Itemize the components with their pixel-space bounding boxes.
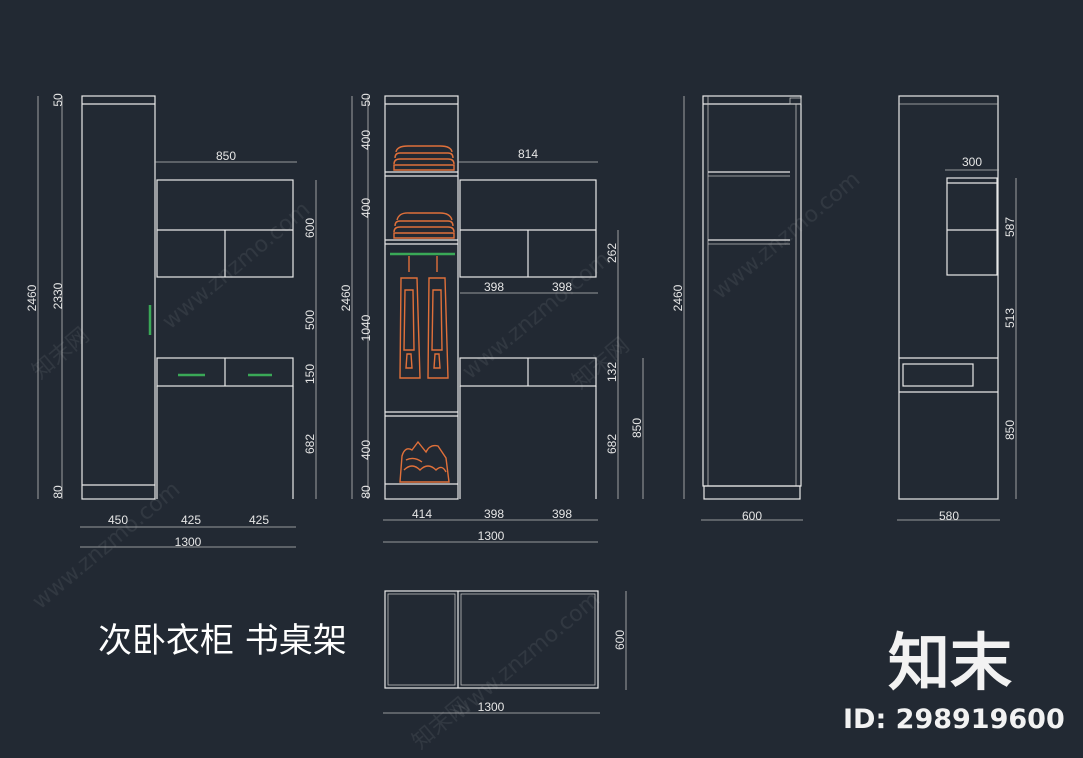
dim-label: 2460 (671, 284, 685, 311)
folded-clothes-icon (393, 212, 455, 239)
drawing-title: 次卧衣柜 书桌架 (98, 621, 347, 661)
dim-label: 2460 (25, 284, 39, 311)
elevation-1: 850 50 2330 80 2460 600 500 150 682 450 … (25, 93, 317, 549)
dim-label: 1300 (478, 700, 505, 714)
dim-label: 600 (613, 630, 627, 650)
dim-label: 132 (605, 362, 619, 382)
wardrobe-body (81, 95, 156, 500)
wardrobe-side (898, 95, 999, 500)
dim-label: 398 (552, 507, 572, 521)
cornice (789, 97, 802, 105)
dim-label: 150 (303, 364, 317, 384)
hanging-garment-icon (427, 256, 449, 379)
dim-label: 513 (1003, 308, 1017, 328)
dim-label: 398 (484, 507, 504, 521)
dim-label: 1300 (478, 529, 505, 543)
desk-plan (460, 593, 596, 686)
watermark-text: www.znzmo.com (708, 167, 865, 305)
dim-label: 400 (359, 440, 373, 460)
clothes-pile-icon (399, 440, 450, 483)
side-shelf (946, 177, 998, 276)
dim-label: 682 (303, 434, 317, 454)
dim-label: 1300 (175, 535, 202, 549)
watermark-text: www.znzmo.com (158, 197, 315, 335)
dim-label: 2460 (339, 284, 353, 311)
plan-view: 600 1300 (383, 590, 627, 714)
dim-label: 2330 (51, 282, 65, 309)
dim-label: 80 (51, 485, 65, 499)
elevation-4: 300 587 513 850 580 (897, 95, 1017, 523)
dim-label: 814 (518, 147, 538, 161)
id-label: ID: 298919600 (843, 704, 1065, 735)
dim-label: 425 (249, 513, 269, 527)
elevation-3: 2460 600 (671, 95, 803, 523)
dim-label: 500 (303, 310, 317, 330)
dim-label: 50 (51, 93, 65, 107)
plan-outline (384, 590, 599, 689)
dim-label: 850 (630, 418, 644, 438)
dim-label: 398 (552, 280, 572, 294)
elevation-2: 814 50 400 400 1040 400 80 2460 262 132 … (339, 93, 644, 543)
dim-label: 400 (359, 130, 373, 150)
plinth (703, 485, 801, 500)
dim-label: 587 (1003, 217, 1017, 237)
dim-label: 580 (939, 509, 959, 523)
dim-label: 414 (412, 507, 432, 521)
watermark-cn: 知末网 (568, 333, 635, 395)
dim-label: 1040 (359, 314, 373, 341)
folded-clothes-icon (393, 145, 455, 171)
wardrobe-plan (387, 593, 456, 686)
dim-label: 600 (303, 218, 317, 238)
dim-label: 398 (484, 280, 504, 294)
dim-label: 80 (359, 485, 373, 499)
dim-label: 850 (216, 149, 236, 163)
dim-label: 300 (962, 155, 982, 169)
dim-label: 600 (742, 509, 762, 523)
hanging-garment-icon (399, 256, 421, 379)
dim-label: 682 (605, 434, 619, 454)
watermark-text: www.znzmo.com (448, 587, 605, 725)
dim-label: 262 (605, 243, 619, 263)
dim-label: 850 (1003, 420, 1017, 440)
drawer (902, 363, 974, 387)
wardrobe-body (384, 95, 459, 500)
dim-label: 50 (359, 93, 373, 107)
dim-label: 400 (359, 198, 373, 218)
logo: 知末 (888, 626, 1012, 699)
dim-label: 450 (108, 513, 128, 527)
dim-label: 425 (181, 513, 201, 527)
